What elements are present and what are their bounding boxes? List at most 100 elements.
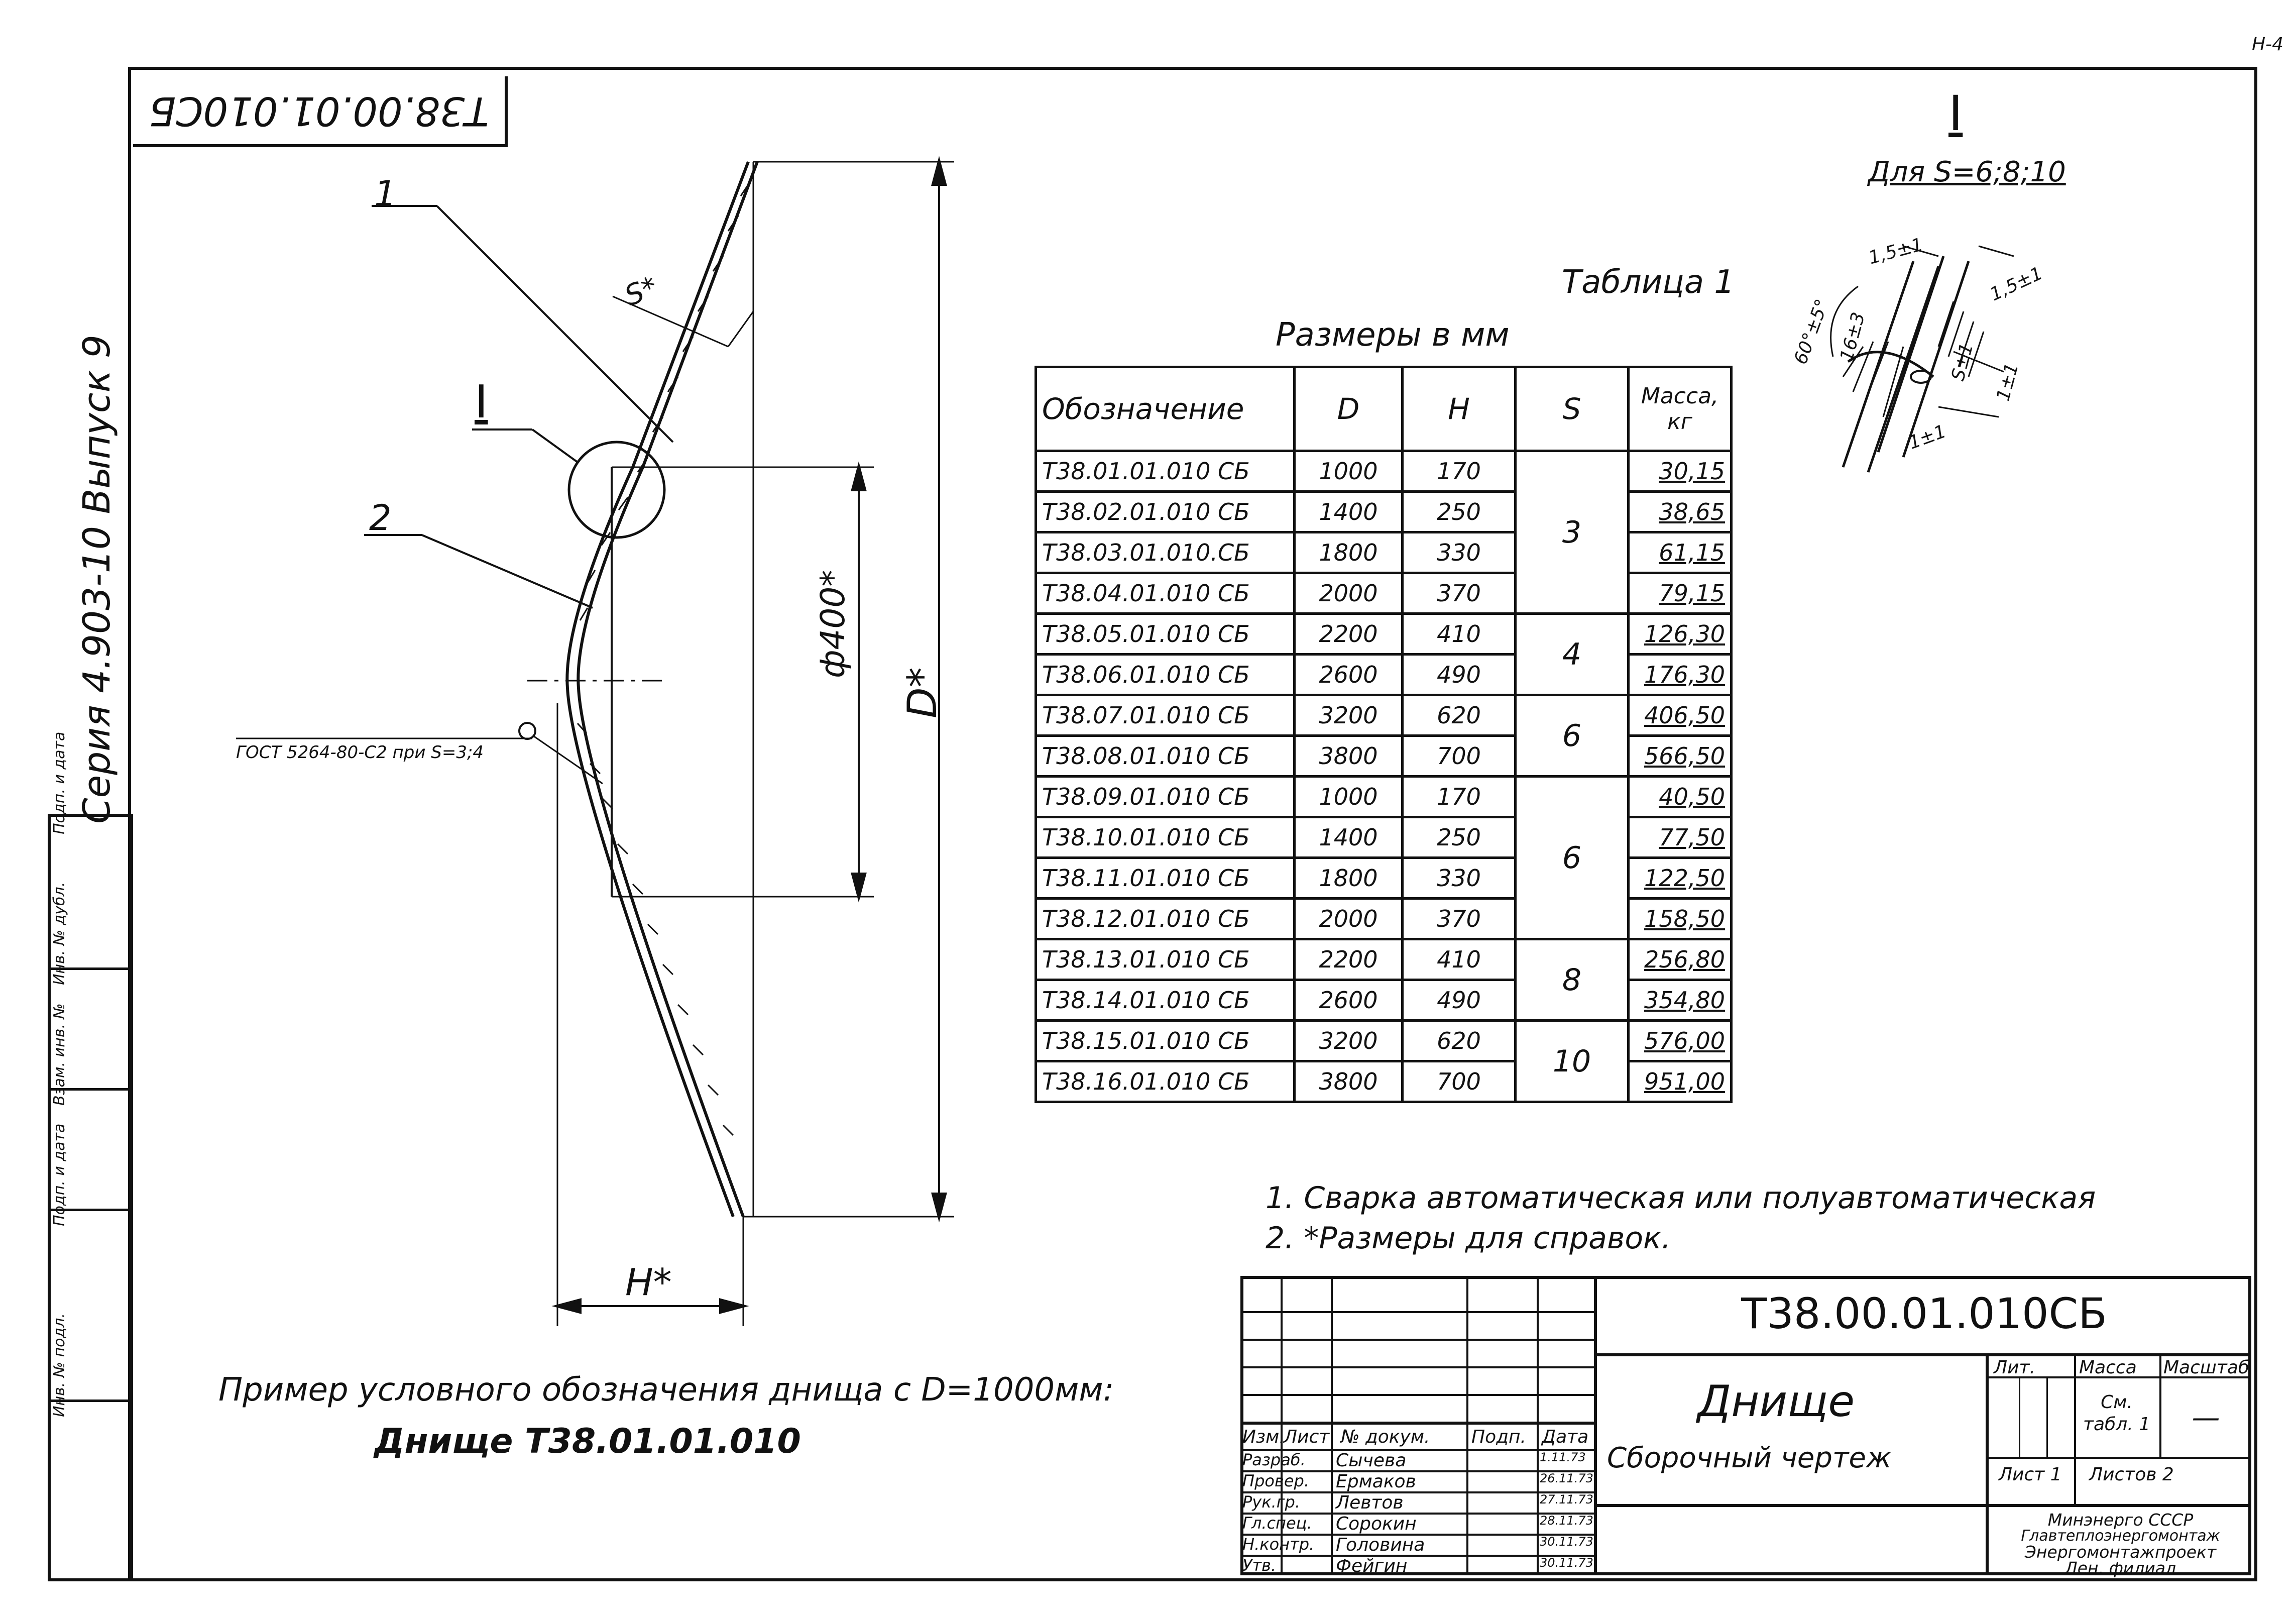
doc-title-cell: Днище Сборочный чертеж — [1597, 1356, 1989, 1507]
cell-D: 3200 — [1293, 694, 1404, 737]
cell-H: 700 — [1401, 1060, 1517, 1103]
cell-H: 370 — [1401, 572, 1517, 615]
staff-date: 30.11.73 — [1540, 1556, 1593, 1570]
cell-H: 250 — [1401, 816, 1517, 859]
doc-code: Т38.00.01.010СБ — [1741, 1289, 2107, 1338]
org-line-4: Лен. филиал — [2064, 1558, 2176, 1578]
staff-role: Н.контр. — [1242, 1535, 1315, 1554]
cell-H: 620 — [1401, 694, 1517, 737]
cell-D: 2000 — [1293, 572, 1404, 615]
scale-value: — — [2192, 1402, 2220, 1434]
cell-H: 370 — [1401, 897, 1517, 940]
staff-name: Фейгин — [1336, 1556, 1408, 1576]
staff-grid-border — [1240, 1276, 1597, 1575]
grid-hline — [1240, 1534, 1597, 1536]
cell-H: 620 — [1401, 1019, 1517, 1062]
dim-diameter-label: ф400* — [814, 570, 852, 678]
cell-code: Т38.16.01.010 СБ — [1035, 1060, 1296, 1103]
staff-role: Рук.гр. — [1242, 1492, 1301, 1512]
staff-name: Ермаков — [1336, 1471, 1416, 1492]
grid-hline — [1240, 1470, 1597, 1472]
blank-cell — [1597, 1507, 1989, 1575]
cell-mass: 176,30 — [1627, 653, 1733, 696]
doc-code-cell: Т38.00.01.010СБ — [1597, 1276, 2251, 1356]
cell-mass: 256,80 — [1627, 938, 1733, 981]
cell-H: 330 — [1401, 531, 1517, 574]
col-header-sheet: Лист — [1284, 1427, 1330, 1447]
cell-code: Т38.04.01.010 СБ — [1035, 572, 1296, 615]
cell-code: Т38.13.01.010 СБ — [1035, 938, 1296, 981]
cell-D: 3200 — [1293, 1019, 1404, 1062]
cell-S: 3 — [1514, 450, 1630, 615]
staff-date: 26.11.73 — [1540, 1471, 1593, 1485]
scale-label: Масштаб — [2163, 1357, 2250, 1378]
lit-mass-scale-cell: Лит. Масса Масштаб См. табл. 1 — Лист 1 … — [1989, 1356, 2251, 1507]
cell-mass: 576,00 — [1627, 1019, 1733, 1062]
cell-H: 490 — [1401, 979, 1517, 1022]
title-block-border — [1240, 1276, 2251, 1575]
grid-hline — [1240, 1422, 1597, 1425]
detail-title: I — [1948, 85, 1963, 142]
grid-vline — [2074, 1457, 2076, 1507]
grid-vline — [2046, 1376, 2048, 1457]
col-header-docnum: № докум. — [1341, 1427, 1430, 1447]
cell-mass: 77,50 — [1627, 816, 1733, 859]
cell-code: Т38.03.01.010.СБ — [1035, 531, 1296, 574]
col-header-sign: Подп. — [1471, 1427, 1526, 1447]
staff-name: Левтов — [1336, 1492, 1404, 1513]
cell-H: 700 — [1401, 734, 1517, 778]
weld-detail-drawing — [1830, 245, 2014, 473]
note-1: 1. Сварка автоматическая или полуавтомат… — [1266, 1180, 2096, 1216]
side-stamp: Подп. и дата Инв. № дубл. Взам. инв. № П… — [48, 732, 133, 1581]
cell-S: 6 — [1514, 775, 1630, 940]
cell-D: 2600 — [1293, 979, 1404, 1022]
sheets-total: Листов 2 — [2089, 1464, 2174, 1485]
lit-label: Лит. — [1994, 1357, 2035, 1378]
cell-code: Т38.06.01.010 СБ — [1035, 653, 1296, 696]
org-line-2: Главтеплоэнергомонтаж — [2021, 1527, 2220, 1545]
cell-mass: 61,15 — [1627, 531, 1733, 574]
staff-name: Головина — [1336, 1535, 1425, 1555]
org-line-3: Энергомонтажпроект — [2024, 1542, 2217, 1562]
cell-H: 410 — [1401, 938, 1517, 981]
doc-name: Днище — [1697, 1376, 1855, 1427]
gost-note: ГОСТ 5264-80-С2 при S=3;4 — [236, 742, 484, 763]
cell-code: Т38.07.01.010 СБ — [1035, 694, 1296, 737]
cell-H: 170 — [1401, 450, 1517, 493]
cell-H: 250 — [1401, 490, 1517, 533]
cell-S: 10 — [1514, 1019, 1630, 1103]
cell-code: Т38.02.01.010 СБ — [1035, 490, 1296, 533]
staff-name: Сорокин — [1336, 1514, 1417, 1534]
cell-H: 330 — [1401, 856, 1517, 900]
cell-mass: 126,30 — [1627, 612, 1733, 656]
part-label-1: 1 — [374, 173, 397, 214]
cell-D: 3800 — [1293, 1060, 1404, 1103]
staff-role: Утв. — [1242, 1556, 1277, 1575]
col-header-mass: Масса, кг — [1627, 366, 1733, 452]
col-header-S: S — [1514, 366, 1630, 452]
table-label: Таблица 1 — [1562, 264, 1735, 301]
table-units: Размеры в мм — [1276, 316, 1510, 354]
cell-code: Т38.09.01.010 СБ — [1035, 775, 1296, 818]
cell-code: Т38.08.01.010 СБ — [1035, 734, 1296, 778]
detail-subtitle: Для S=6;8;10 — [1868, 156, 2066, 188]
doc-kind: Сборочный чертеж — [1607, 1442, 1892, 1474]
grid-hline — [1240, 1449, 1597, 1451]
cell-mass: 122,50 — [1627, 856, 1733, 900]
cell-mass: 566,50 — [1627, 734, 1733, 778]
cell-D: 2200 — [1293, 612, 1404, 656]
example-line-1: Пример условного обозначения днища с D=1… — [218, 1371, 1114, 1409]
cell-D: 2600 — [1293, 653, 1404, 696]
grid-hline — [1240, 1491, 1597, 1493]
cell-code: Т38.14.01.010 СБ — [1035, 979, 1296, 1022]
table-header-row: Обозначение D H S Масса, кг — [1035, 366, 1733, 452]
